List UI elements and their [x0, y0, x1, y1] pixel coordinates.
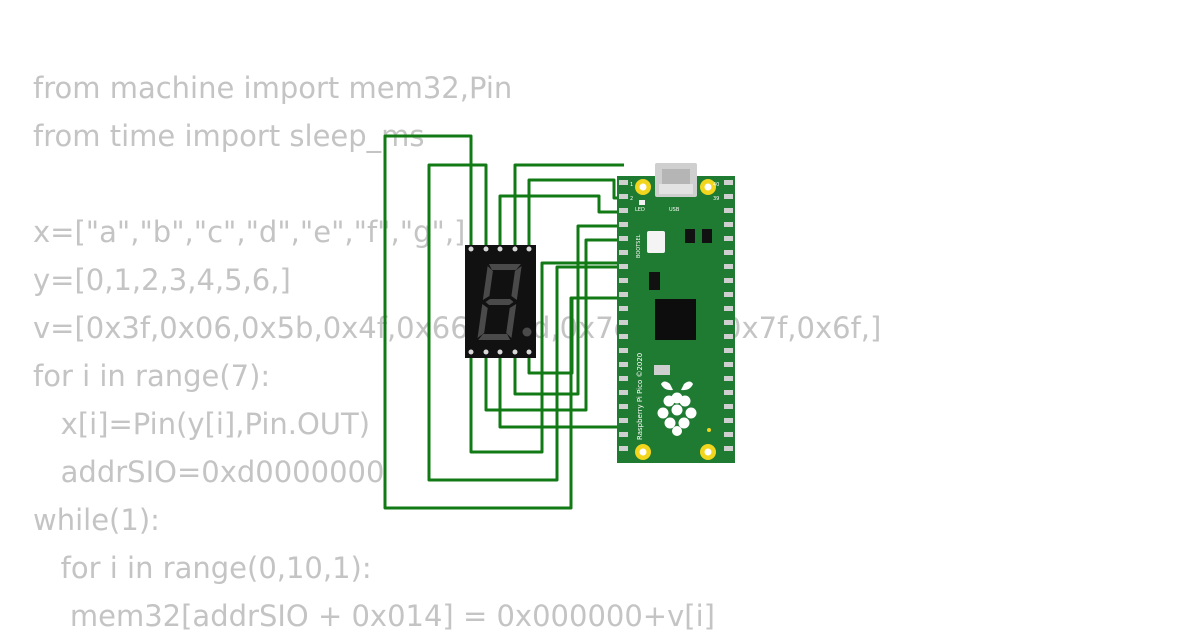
chip [685, 229, 695, 243]
wires [383, 134, 624, 510]
bootsel-label: BOOTSEL [636, 234, 642, 258]
mounting-hole [639, 183, 647, 191]
pin2-label: 2 [630, 196, 633, 202]
led [639, 200, 645, 205]
code-line: addrSIO=0xd0000000 [33, 455, 385, 489]
display-pin [483, 349, 489, 355]
code-line: x=["a","b","c","d","e","f","g",] [33, 215, 466, 249]
wire-g [484, 238, 624, 412]
segment-c [506, 304, 517, 338]
chip [702, 229, 712, 243]
code-line: y=[0,1,2,3,4,5,6,] [33, 263, 291, 297]
board-name-label: Raspberry Pi Pico ©2020 [636, 353, 644, 440]
wire-c [498, 194, 624, 246]
wire-b [427, 163, 624, 482]
usb-label: USB [669, 207, 680, 213]
usb-port-body [659, 184, 693, 194]
code-line: from machine import mem32,Pin [33, 71, 513, 105]
mounting-hole [704, 448, 712, 456]
segment-f [482, 266, 493, 300]
pin1-label: 1 [630, 182, 633, 188]
display-pin [468, 246, 474, 252]
wire-f [469, 261, 624, 454]
seven-segment-display [465, 245, 536, 358]
code-line: x[i]=Pin(y[i],Pin.OUT) [33, 407, 371, 441]
segment-e [477, 304, 488, 338]
wire-d [513, 163, 624, 246]
code-line: for i in range(7): [33, 359, 271, 393]
wire-h [498, 352, 624, 429]
led-label: LED [635, 207, 645, 213]
raspberry-logo-icon [657, 381, 697, 436]
code-line: for i in range(0,10,1): [33, 551, 372, 585]
display-pin [526, 349, 532, 355]
mounting-hole [704, 183, 712, 191]
pin40-label: 40 [713, 182, 719, 188]
pin39-label: 39 [713, 196, 719, 202]
display-pin [497, 246, 503, 252]
segment-g [485, 299, 514, 305]
segment-a [488, 264, 521, 270]
chip [654, 365, 670, 375]
display-pin [526, 246, 532, 252]
display-pin [497, 349, 503, 355]
code-line: from time import sleep_ms [33, 119, 425, 153]
display-pin [512, 349, 518, 355]
display-pin [512, 246, 518, 252]
pico-board: LED USB 1 2 40 39 BOOTSEL Raspberry Pi P… [617, 163, 735, 463]
rp2040-chip [655, 299, 696, 340]
segment-dp [522, 327, 532, 337]
wire-j [527, 298, 574, 375]
code-line: v=[0x3f,0x06,0x5b,0x4f,0x66,0x6d,0x7d,0x… [33, 311, 882, 345]
usb-port-opening [662, 169, 690, 184]
left-pin-header [619, 180, 628, 451]
wire-i [513, 224, 624, 396]
segment-b [511, 266, 522, 300]
code-line: while(1): [33, 503, 160, 537]
bootsel-button [647, 231, 665, 253]
test-point [707, 428, 711, 432]
display-pin [483, 246, 489, 252]
segment-d [478, 334, 511, 340]
display-pin [468, 349, 474, 355]
code-line: mem32[addrSIO + 0x014] = 0x000000+v[i] [33, 599, 715, 633]
right-pin-header [724, 180, 733, 451]
chip [649, 272, 660, 290]
mounting-hole [639, 448, 647, 456]
